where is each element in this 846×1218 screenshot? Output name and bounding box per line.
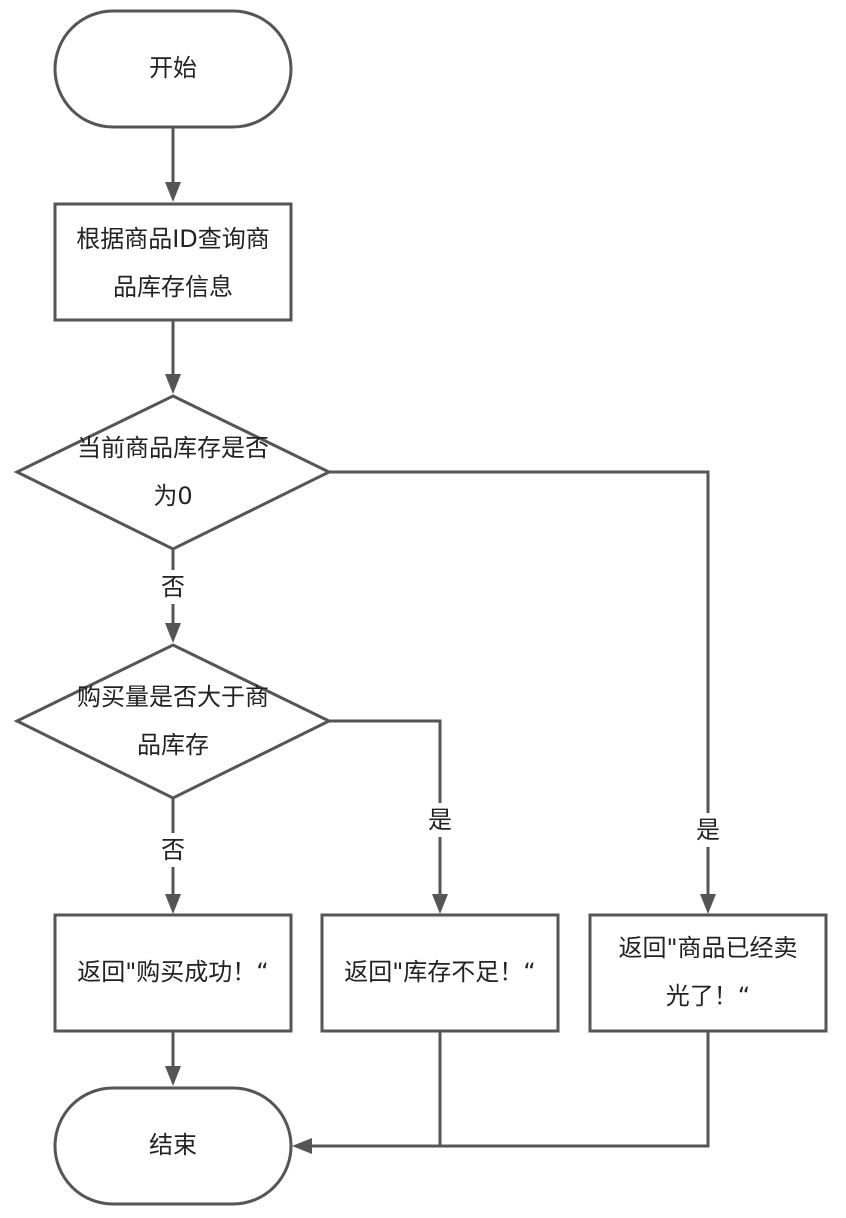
arrowhead-merge-to-end bbox=[292, 1138, 312, 1154]
arrowhead-check-qty-yes bbox=[432, 894, 448, 914]
result-sold-out-label-line1: 返回"商品已经卖 bbox=[618, 934, 797, 962]
connector-check-qty-yes bbox=[329, 719, 442, 898]
result-insufficient-node: 返回"库存不足！“ bbox=[320, 913, 560, 1033]
arrowhead-query-to-check-zero bbox=[165, 374, 181, 394]
check-quantity-label-line1: 购买量是否大于商 bbox=[77, 683, 269, 711]
arrowhead-check-zero-yes bbox=[700, 894, 716, 914]
connector-check-zero-yes bbox=[329, 470, 710, 898]
check-stock-zero-label-line2: 为0 bbox=[153, 482, 192, 510]
query-inventory-node: 根据商品ID查询商 品库存信息 bbox=[53, 202, 293, 322]
result-success-label: 返回"购买成功！“ bbox=[77, 958, 268, 986]
end-node: 结束 bbox=[53, 1086, 293, 1206]
query-inventory-label-line2: 品库存信息 bbox=[113, 273, 233, 301]
result-sold-out-label-line2: 光了！“ bbox=[666, 982, 750, 1010]
edge-label-qty-yes: 是 bbox=[428, 806, 452, 834]
arrowhead-check-zero-no bbox=[165, 623, 181, 643]
query-inventory-label-line1: 根据商品ID查询商 bbox=[76, 225, 270, 253]
end-label: 结束 bbox=[149, 1131, 197, 1159]
edge-label-qty-no: 否 bbox=[161, 836, 185, 864]
arrowhead-start-to-query bbox=[165, 182, 181, 202]
check-stock-zero-label-line1: 当前商品库存是否 bbox=[77, 434, 269, 462]
edge-label-zero-no: 否 bbox=[161, 573, 185, 601]
start-node: 开始 bbox=[53, 9, 293, 129]
result-insufficient-label: 返回"库存不足！“ bbox=[344, 958, 535, 986]
check-quantity-decision: 购买量是否大于商 品库存 bbox=[13, 643, 333, 800]
start-label: 开始 bbox=[149, 54, 197, 82]
check-stock-zero-decision: 当前商品库存是否 为0 bbox=[13, 394, 333, 551]
check-quantity-label-line2: 品库存 bbox=[137, 731, 209, 759]
result-success-node: 返回"购买成功！“ bbox=[53, 913, 293, 1033]
connector-sold-out-to-end bbox=[308, 1032, 710, 1148]
result-sold-out-node: 返回"商品已经卖 光了！“ bbox=[588, 913, 828, 1033]
edge-label-zero-yes: 是 bbox=[696, 816, 720, 844]
arrowhead-check-qty-no bbox=[165, 894, 181, 914]
arrowhead-success-to-end bbox=[165, 1066, 181, 1086]
